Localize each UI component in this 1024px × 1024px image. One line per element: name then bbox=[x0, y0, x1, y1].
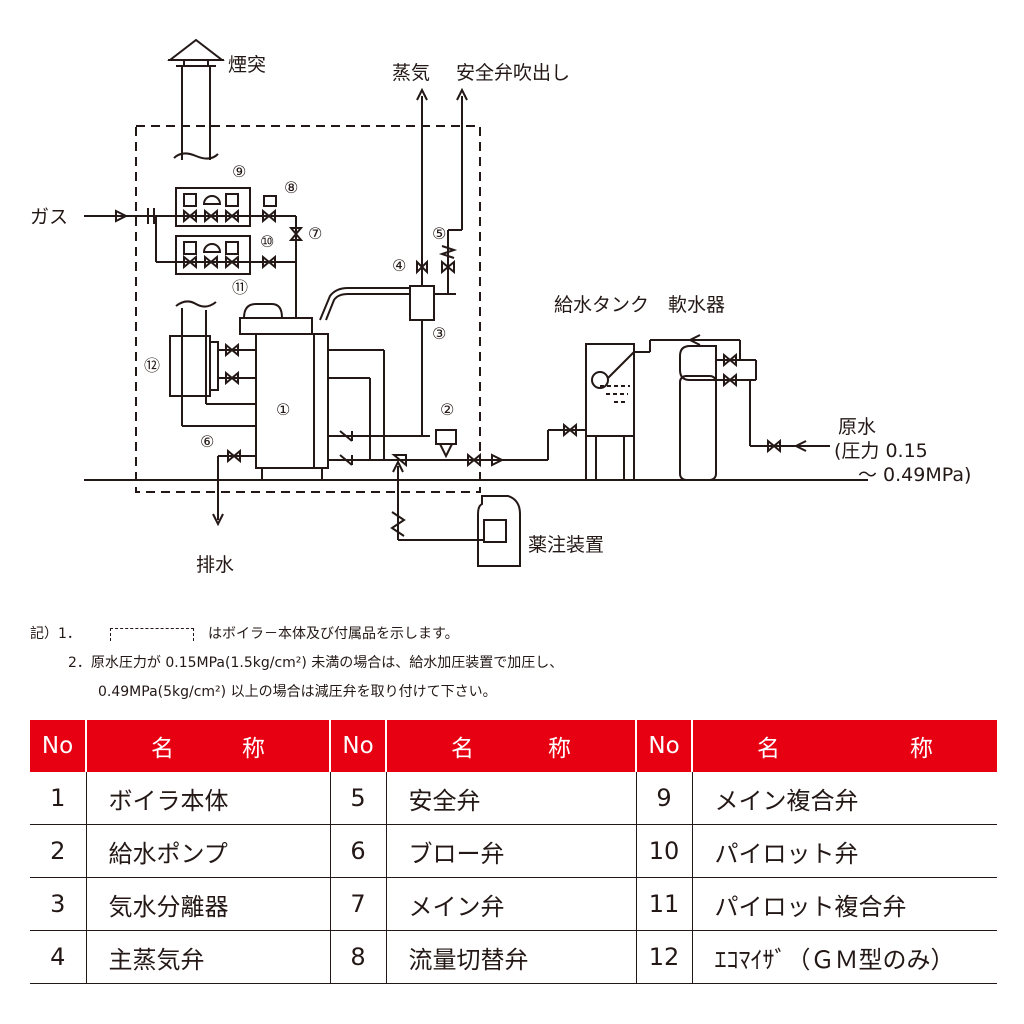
chimney bbox=[167, 38, 225, 160]
part-name: パイロット弁 bbox=[692, 824, 997, 878]
chemical-feeder-label: 薬注装置 bbox=[528, 534, 605, 556]
raw-water-label: 原水 bbox=[838, 416, 877, 438]
header-name: 名称 bbox=[386, 720, 637, 772]
safety-blowoff-label: 安全弁吹出し bbox=[456, 62, 571, 84]
part-no: 6 bbox=[330, 824, 387, 878]
table-row: 4 主蒸気弁 8 流量切替弁 12 ｴｺﾏｲｻﾞ（ＧＭ型のみ） bbox=[30, 930, 997, 984]
raw-water-pressure-2: ～ 0.49MPa) bbox=[858, 464, 972, 486]
table-row: 1 ボイラ本体 5 安全弁 9 メイン複合弁 bbox=[30, 772, 997, 825]
boiler-piping-diagram bbox=[84, 38, 868, 567]
note-prefix: 記）1． bbox=[30, 626, 81, 642]
header-no: No bbox=[636, 720, 693, 772]
part-name: 気水分離器 bbox=[86, 877, 331, 931]
part-name: メイン弁 bbox=[386, 877, 637, 931]
notes: 記）1． はボイラ－本体及び付属品を示します。 2．原水圧力が 0.15MPa(… bbox=[30, 620, 1010, 707]
gas-label: ガス bbox=[30, 206, 69, 228]
part-name: 主蒸気弁 bbox=[86, 930, 331, 984]
note-2: 2．原水圧力が 0.15MPa(1.5kg/cm²) 未満の場合は、給水加圧装置… bbox=[30, 649, 1010, 678]
marker-9: ⑨ bbox=[232, 162, 247, 181]
flue-duct bbox=[175, 300, 256, 427]
part-no: 2 bbox=[30, 824, 87, 878]
part-no: 1 bbox=[30, 772, 87, 825]
gas-line bbox=[84, 187, 304, 318]
part-no: 12 bbox=[636, 930, 693, 984]
part-no: 10 bbox=[636, 824, 693, 878]
boiler-package-boundary bbox=[135, 125, 481, 493]
note-1: 記）1． はボイラ－本体及び付属品を示します。 bbox=[30, 620, 1010, 649]
parts-table: No 名称 No 名称 No 名称 1 ボイラ本体 5 安全弁 9 メイン複合弁… bbox=[30, 720, 997, 984]
part-name: ボイラ本体 bbox=[86, 772, 331, 825]
part-name: ｴｺﾏｲｻﾞ（ＧＭ型のみ） bbox=[692, 930, 997, 984]
boiler-pipes bbox=[218, 342, 520, 468]
dashed-legend-icon bbox=[110, 628, 194, 641]
part-no: 5 bbox=[330, 772, 387, 825]
marker-2: ② bbox=[440, 400, 455, 419]
part-name: 給水ポンプ bbox=[86, 824, 331, 878]
part-no: 7 bbox=[330, 877, 387, 931]
part-no: 3 bbox=[30, 877, 87, 931]
feed-pump bbox=[435, 429, 505, 468]
note-3-text: 0.49MPa(5kg/cm²) 以上の場合は減圧弁を取り付けて下さい。 bbox=[98, 684, 497, 700]
note-3: 0.49MPa(5kg/cm²) 以上の場合は減圧弁を取り付けて下さい。 bbox=[30, 678, 1010, 707]
part-name: 流量切替弁 bbox=[386, 930, 637, 984]
marker-4: ④ bbox=[392, 256, 407, 275]
table-row: 2 給水ポンプ 6 ブロー弁 10 パイロット弁 bbox=[30, 824, 997, 878]
marker-5: ⑤ bbox=[432, 224, 447, 243]
marker-1: ① bbox=[276, 400, 291, 419]
part-no: 9 bbox=[636, 772, 693, 825]
steam-line bbox=[319, 87, 468, 436]
marker-8: ⑧ bbox=[284, 178, 299, 197]
marker-3: ③ bbox=[432, 324, 447, 343]
tank-softener-label: 給水タンク 軟水器 bbox=[554, 294, 726, 316]
part-no: 4 bbox=[30, 930, 87, 984]
header-no: No bbox=[330, 720, 387, 772]
part-no: 11 bbox=[636, 877, 693, 931]
chimney-label: 煙突 bbox=[228, 54, 267, 76]
steam-label: 蒸気 bbox=[392, 62, 431, 84]
header-name: 名称 bbox=[692, 720, 997, 772]
part-name: 安全弁 bbox=[386, 772, 637, 825]
table-header: No 名称 No 名称 No 名称 bbox=[30, 720, 997, 772]
marker-6: ⑥ bbox=[200, 432, 215, 451]
softener bbox=[634, 334, 830, 481]
marker-11: ⑪ bbox=[232, 278, 249, 297]
drain-line bbox=[212, 448, 256, 527]
part-name: メイン複合弁 bbox=[692, 772, 997, 825]
marker-10: ⑩ bbox=[260, 232, 275, 251]
part-name: ブロー弁 bbox=[386, 824, 637, 878]
note-2-text: 2．原水圧力が 0.15MPa(1.5kg/cm²) 未満の場合は、給水加圧装置… bbox=[68, 655, 564, 671]
table-row: 3 気水分離器 7 メイン弁 11 パイロット複合弁 bbox=[30, 877, 997, 931]
part-no: 8 bbox=[330, 930, 387, 984]
marker-7: ⑦ bbox=[308, 224, 323, 243]
raw-water-pressure-1: (圧力 0.15 bbox=[834, 440, 928, 462]
part-name: パイロット複合弁 bbox=[692, 877, 997, 931]
header-no: No bbox=[30, 720, 87, 772]
drain-label: 排水 bbox=[196, 554, 235, 576]
boiler-body bbox=[239, 303, 329, 481]
marker-12: ⑫ bbox=[144, 356, 161, 375]
chemical-line bbox=[390, 459, 521, 567]
note-1-text: はボイラ－本体及び付属品を示します。 bbox=[208, 626, 459, 642]
economizer bbox=[169, 335, 211, 397]
header-name: 名称 bbox=[86, 720, 331, 772]
feed-tank bbox=[585, 343, 635, 480]
feed-line bbox=[520, 422, 586, 461]
